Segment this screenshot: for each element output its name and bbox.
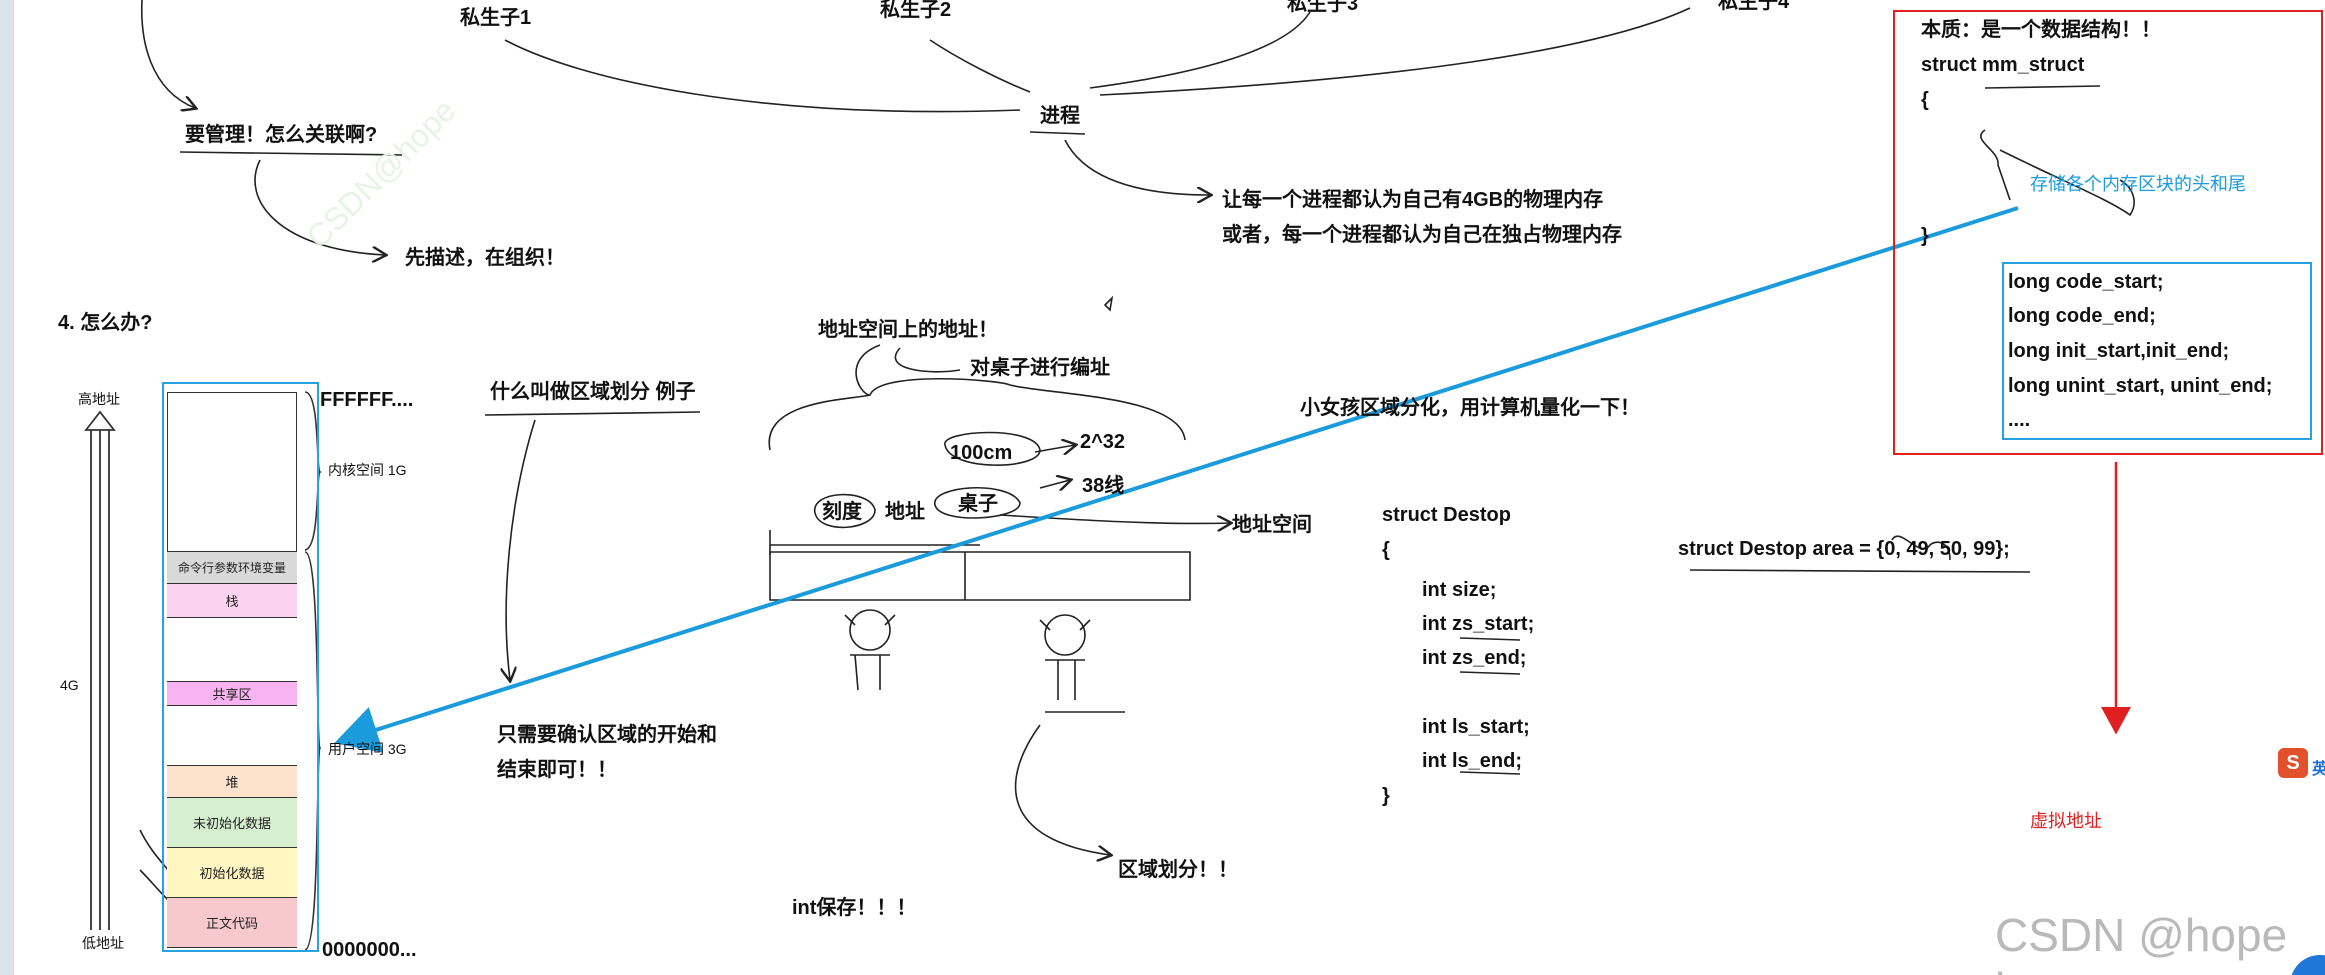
struct-destop-field-size: int size; bbox=[1422, 580, 1496, 600]
boy-head bbox=[1045, 615, 1085, 655]
struct-destop-close: } bbox=[1382, 786, 1390, 806]
label-quantify: 小女孩区域分化，用计算机量化一下！ bbox=[1300, 398, 1640, 418]
segment-data: 初始化数据 bbox=[167, 848, 297, 898]
girl-head bbox=[850, 610, 890, 650]
label-bottom-value: 0000000... bbox=[322, 940, 417, 960]
label-child1: 私生子1 bbox=[460, 8, 531, 28]
pen-hint bbox=[1105, 298, 1112, 310]
label-child3: 私生子3 bbox=[1287, 0, 1358, 14]
label-only-need-line1: 只需要确认区域的开始和 bbox=[497, 725, 717, 745]
label-child2: 私生子2 bbox=[880, 0, 951, 20]
underline-zs-end bbox=[1460, 672, 1520, 674]
mm-field-code-end: long code_end; bbox=[2008, 306, 2156, 326]
label-region-division: 区域划分！！ bbox=[1118, 860, 1238, 880]
segment-gap-2 bbox=[167, 706, 297, 766]
label-what-is-region: 什么叫做区域划分 例子 bbox=[490, 382, 696, 402]
curve-child2-process bbox=[930, 40, 1030, 92]
underline-area bbox=[1690, 570, 2030, 572]
label-scale: 刻度 bbox=[822, 502, 862, 522]
segment-bss: 未初始化数据 bbox=[167, 798, 297, 848]
label-low-addr: 低地址 bbox=[82, 936, 124, 950]
segment-kernel bbox=[167, 392, 297, 552]
underline-process bbox=[1030, 132, 1085, 134]
mm-close: } bbox=[1921, 226, 1929, 246]
diagonal-watermark: CSDN@hope bbox=[299, 92, 462, 255]
label-describe-organize: 先描述，在组织！ bbox=[405, 248, 565, 268]
curve-top-left bbox=[142, 0, 195, 108]
label-desk: 桌子 bbox=[958, 494, 998, 514]
section-4-title: 4. 怎么办? bbox=[58, 313, 152, 333]
struct-destop-open: { bbox=[1382, 540, 1390, 560]
curve-process-to-note bbox=[1065, 140, 1210, 195]
label-38line: 38线 bbox=[1082, 476, 1124, 496]
boy-body bbox=[1045, 660, 1085, 700]
label-high-addr: 高地址 bbox=[78, 392, 120, 406]
csdn-watermark: CSDN @hope kc bbox=[1995, 908, 2325, 975]
label-top-value: FFFFFF.... bbox=[320, 390, 413, 410]
segment-text: 正文代码 bbox=[167, 898, 297, 948]
mm-header: struct mm_struct bbox=[1921, 55, 2084, 75]
mm-field-code-start: long code_start; bbox=[2008, 272, 2164, 292]
desk-rect bbox=[770, 552, 1190, 600]
ime-sogou-icon[interactable]: S bbox=[2278, 748, 2308, 778]
ime-language-indicator[interactable]: 英 bbox=[2312, 755, 2325, 779]
segment-stack: 栈 bbox=[167, 584, 297, 618]
label-pow232: 2^32 bbox=[1080, 432, 1125, 452]
segment-heap: 堆 bbox=[167, 766, 297, 798]
label-4gb-line1: 让每一个进程都认为自己有4GB的物理内存 bbox=[1222, 190, 1603, 210]
segment-gap-1 bbox=[167, 618, 297, 682]
struct-destop-area: struct Destop area = {0, 49, 50, 99}; bbox=[1678, 539, 2010, 559]
arrow-38 bbox=[1040, 480, 1070, 488]
label-4g: 4G bbox=[60, 678, 79, 692]
label-number-desk: 对桌子进行编址 bbox=[970, 358, 1110, 378]
label-int-save: int保存！！！ bbox=[792, 898, 916, 918]
label-address-space: 地址空间 bbox=[1232, 515, 1312, 535]
label-process: 进程 bbox=[1040, 106, 1080, 126]
label-child4: 私生子4 bbox=[1718, 0, 1789, 12]
girl-body bbox=[850, 655, 890, 690]
arrow-100cm bbox=[1035, 445, 1075, 452]
underline-ls-end bbox=[1460, 772, 1520, 774]
label-only-need-line2: 结束即可！！ bbox=[497, 760, 617, 780]
struct-destop-header: struct Destop bbox=[1382, 505, 1511, 525]
curve-to-region-div bbox=[1016, 725, 1110, 855]
mm-field-uninit: long unint_start, unint_end; bbox=[2008, 376, 2272, 396]
mm-field-more: .... bbox=[2008, 410, 2030, 430]
curve-child4-process bbox=[1100, 8, 1690, 95]
curve-child3-process bbox=[1090, 12, 1310, 88]
curve-child1-process bbox=[505, 40, 1020, 112]
mm-field-init: long init_start,init_end; bbox=[2008, 341, 2229, 361]
underline-zs-start bbox=[1460, 638, 1520, 640]
segment-shared: 共享区 bbox=[167, 682, 297, 706]
struct-destop-field-zs-start: int zs_start; bbox=[1422, 614, 1534, 634]
curve-number-desk bbox=[895, 348, 960, 372]
struct-destop-field-ls-start: int ls_start; bbox=[1422, 717, 1530, 737]
mm-essence: 本质：是一个数据结构！！ bbox=[1921, 20, 2161, 40]
address-arrow bbox=[86, 412, 114, 930]
label-100cm: 100cm bbox=[950, 443, 1012, 463]
mm-note: 存储各个内存区块的头和尾 bbox=[2030, 175, 2246, 193]
label-addr-on-space: 地址空间上的地址！ bbox=[818, 320, 998, 340]
struct-destop-field-zs-end: int zs_end; bbox=[1422, 648, 1526, 668]
mm-open: { bbox=[1921, 90, 1929, 110]
label-virtual-addr: 虚拟地址 bbox=[2030, 812, 2102, 830]
segment-env: 命令行参数环境变量 bbox=[167, 552, 297, 584]
underline-manage bbox=[180, 152, 402, 155]
underline-region bbox=[485, 412, 700, 415]
label-address: 地址 bbox=[885, 502, 925, 522]
curve-region-down bbox=[506, 420, 535, 680]
blue-pointer-arrow bbox=[338, 208, 2018, 742]
label-manage-question: 要管理！怎么关联啊? bbox=[185, 125, 377, 145]
struct-destop-field-ls-end: int ls_end; bbox=[1422, 751, 1522, 771]
label-user-space: 用户空间 3G bbox=[328, 742, 407, 756]
label-4gb-line2: 或者，每一个进程都认为自己在独占物理内存 bbox=[1222, 225, 1622, 245]
label-kernel-space: 内核空间 1G bbox=[328, 463, 407, 477]
